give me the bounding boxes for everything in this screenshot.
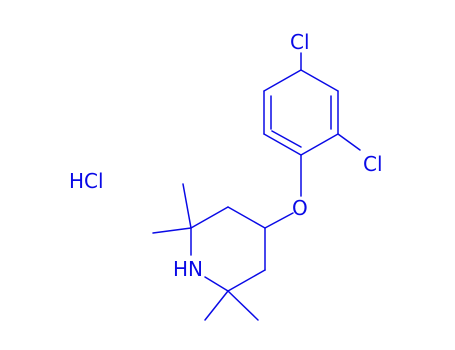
chlorine-top-label: Cl	[290, 30, 310, 54]
bond-pip-c6-c5	[227, 269, 266, 292]
piperidine-ring	[190, 206, 266, 292]
bond-ring-bottom-left	[263, 133, 302, 156]
bond-pip-c4-c3	[227, 206, 266, 229]
bond-oxygen-to-ring	[264, 212, 294, 229]
bond-methyl-c2-left	[152, 227, 192, 234]
bond-ring-inner-bottom	[271, 130, 302, 148]
amine-nh-label: HN	[173, 257, 203, 281]
bond-ring-top-right	[300, 69, 339, 92]
bond-pip-c3-c2	[190, 206, 229, 229]
bond-methyl-c6-right	[227, 290, 259, 321]
benzene-ring	[263, 69, 339, 156]
bond-methyl-c2-top	[182, 183, 192, 229]
bond-ring-right-lower	[300, 133, 339, 156]
hcl-salt-label: HCl	[69, 169, 104, 193]
bond-pip-n-c6	[204, 276, 229, 292]
oxygen-label: O	[292, 196, 308, 220]
chlorine-right-label: Cl	[363, 152, 383, 176]
bond-ring-top-left	[263, 69, 302, 92]
bond-to-cl-right	[337, 133, 361, 151]
bond-methyl-c6-left	[204, 290, 229, 321]
